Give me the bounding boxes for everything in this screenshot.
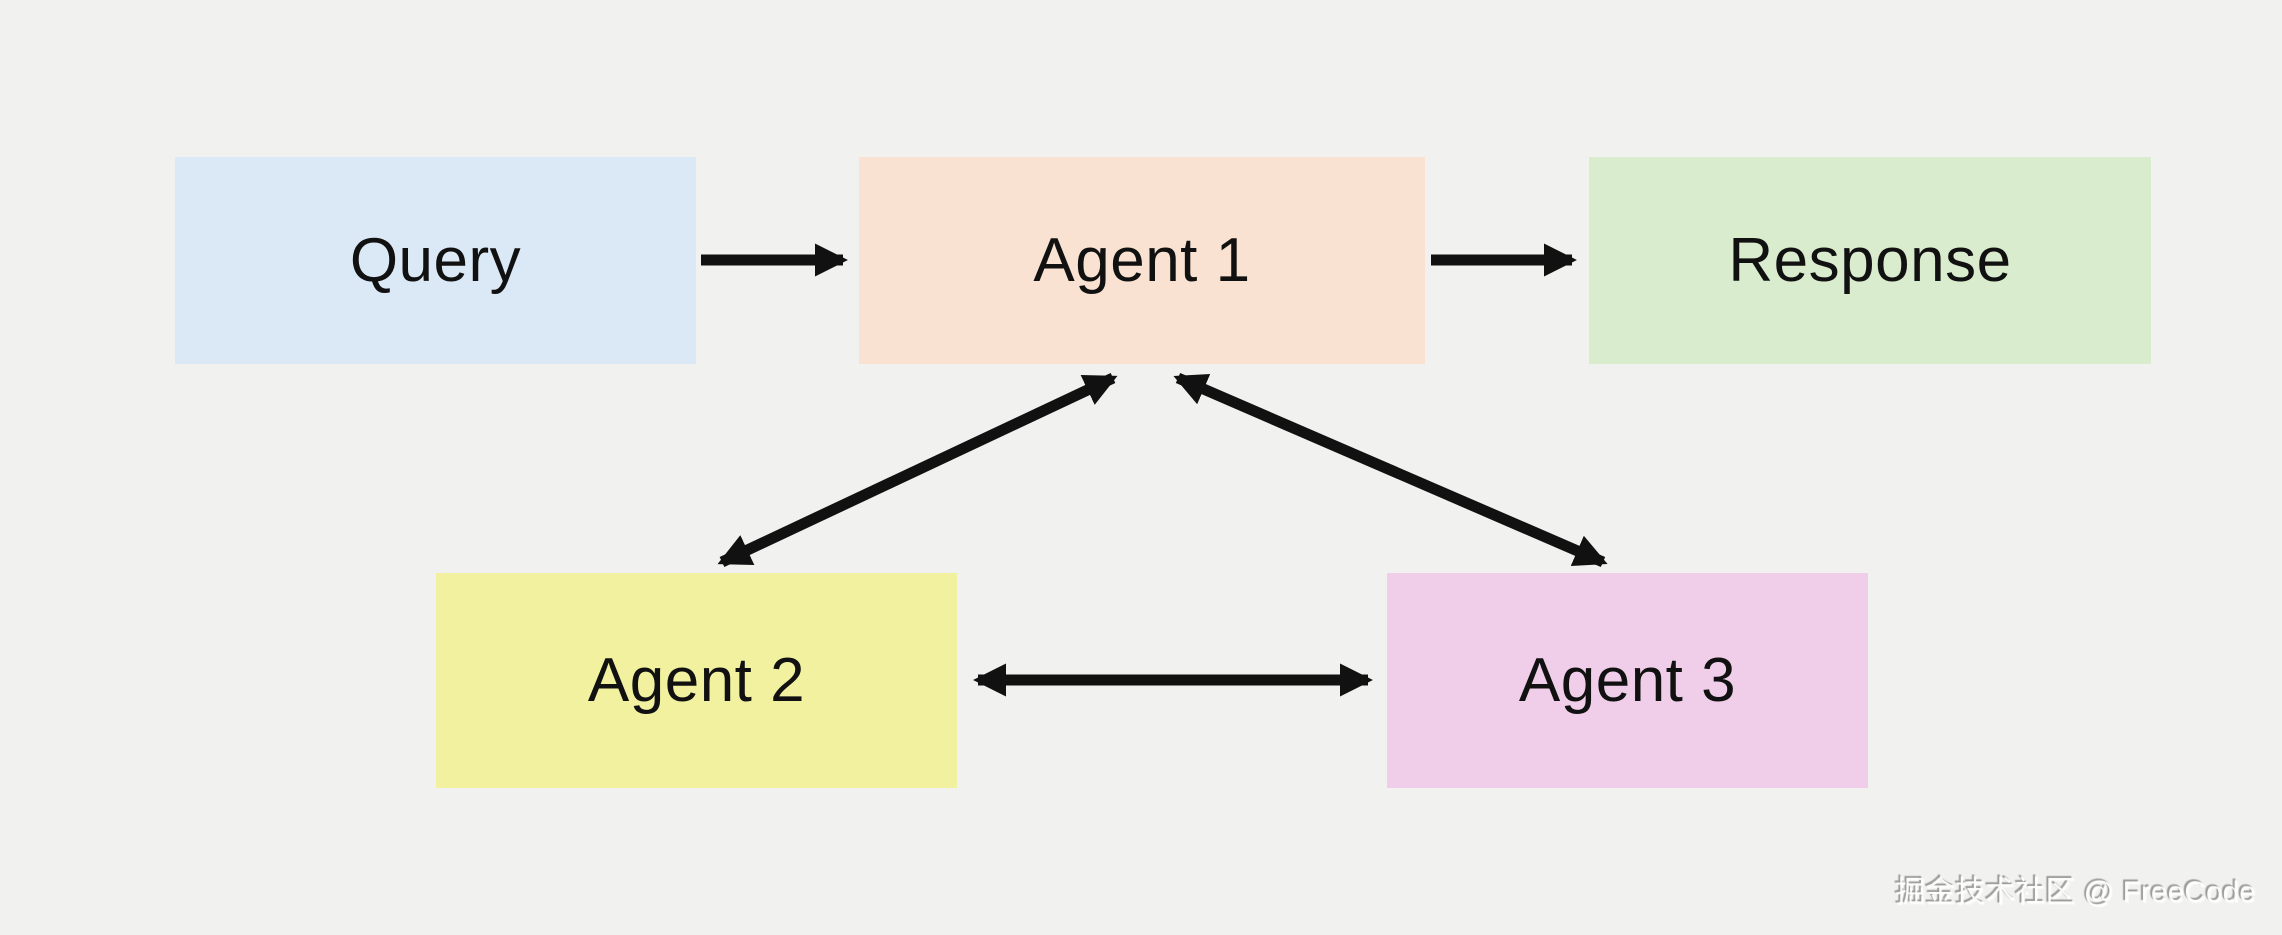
- node-agent-2: Agent 2: [436, 573, 957, 788]
- node-query-label: Query: [349, 226, 522, 295]
- node-agent-2-label: Agent 2: [587, 646, 806, 715]
- node-response-label: Response: [1728, 226, 2012, 295]
- watermark: 掘金技术社区 @ FreeCode: [1895, 876, 2256, 909]
- node-agent-3: Agent 3: [1387, 573, 1868, 788]
- node-agent-3-label: Agent 3: [1518, 646, 1737, 715]
- node-agent-1-label: Agent 1: [1033, 226, 1251, 295]
- node-agent-1: Agent 1: [859, 157, 1425, 364]
- edge-agent1-agent2-bidirectional: [717, 373, 1118, 567]
- edge-agent1-agent3-bidirectional: [1173, 372, 1608, 568]
- node-response: Response: [1589, 157, 2151, 364]
- node-query: Query: [175, 157, 696, 364]
